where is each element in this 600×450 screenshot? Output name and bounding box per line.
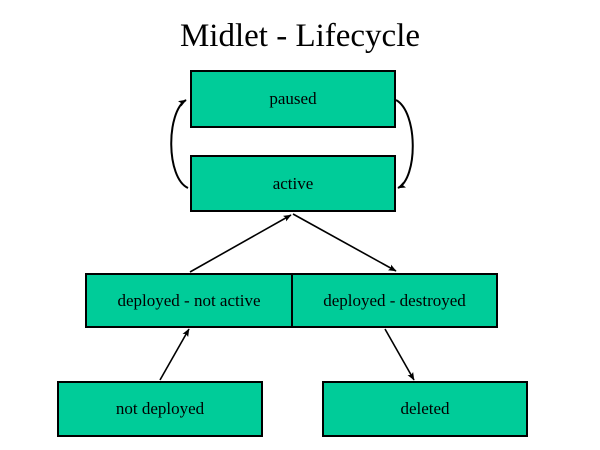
state-label-active: active <box>272 173 314 193</box>
transition-not-deployed-to-deployed-not-active <box>159 328 190 381</box>
transition-deployed-not-active-to-active <box>189 214 292 273</box>
state-box-paused[interactable]: paused <box>190 70 396 128</box>
transition-active-to-deployed-destroyed <box>292 213 397 272</box>
transition-active-to-paused <box>170 99 189 189</box>
state-box-deployed-destroyed[interactable]: deployed - destroyed <box>292 273 498 328</box>
state-label-deployed-not-active: deployed - not active <box>117 290 261 310</box>
state-label-deployed-destroyed: deployed - destroyed <box>323 290 466 310</box>
state-box-deployed-not-active[interactable]: deployed - not active <box>85 273 292 328</box>
state-box-deleted[interactable]: deleted <box>322 381 528 437</box>
state-box-not-deployed[interactable]: not deployed <box>57 381 263 437</box>
state-box-active[interactable]: active <box>190 155 396 212</box>
state-label-paused: paused <box>269 89 317 108</box>
state-label-not-deployed: not deployed <box>115 399 205 418</box>
transition-deployed-destroyed-to-deleted <box>384 328 415 381</box>
transition-paused-to-active <box>395 99 414 189</box>
page-title: Midlet - Lifecycle <box>179 18 421 54</box>
state-label-deleted: deleted <box>400 399 450 418</box>
